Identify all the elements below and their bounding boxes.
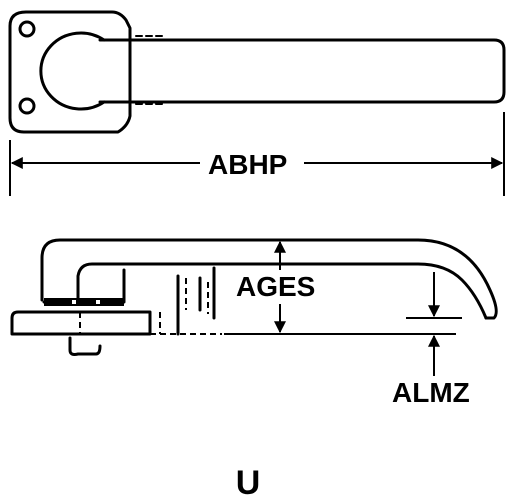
gasket-gap-1 (72, 300, 76, 304)
mounting-hole-bottom (18, 97, 36, 115)
top-view (8, 10, 506, 134)
gasket-band (44, 298, 124, 306)
offset-label: ALMZ (392, 377, 470, 408)
view-letter-label: U (236, 464, 261, 502)
length-label: ABHP (208, 149, 287, 180)
handle-bar (98, 38, 506, 104)
mounting-hole-top (18, 20, 36, 38)
side-base-plate (10, 310, 152, 336)
spindle-part (176, 266, 216, 336)
side-view (10, 238, 498, 336)
handle-hub (39, 31, 106, 111)
height-label: AGES (236, 271, 315, 302)
handle-profile-outer (40, 238, 498, 320)
gasket-gap-2 (96, 300, 100, 304)
handle-profile-inner (76, 262, 488, 320)
side-hidden-lines (40, 278, 222, 335)
base-plate-outline (8, 10, 132, 134)
hub-block (42, 268, 126, 304)
length-dimension (9, 112, 505, 196)
cam-hook (68, 336, 102, 356)
